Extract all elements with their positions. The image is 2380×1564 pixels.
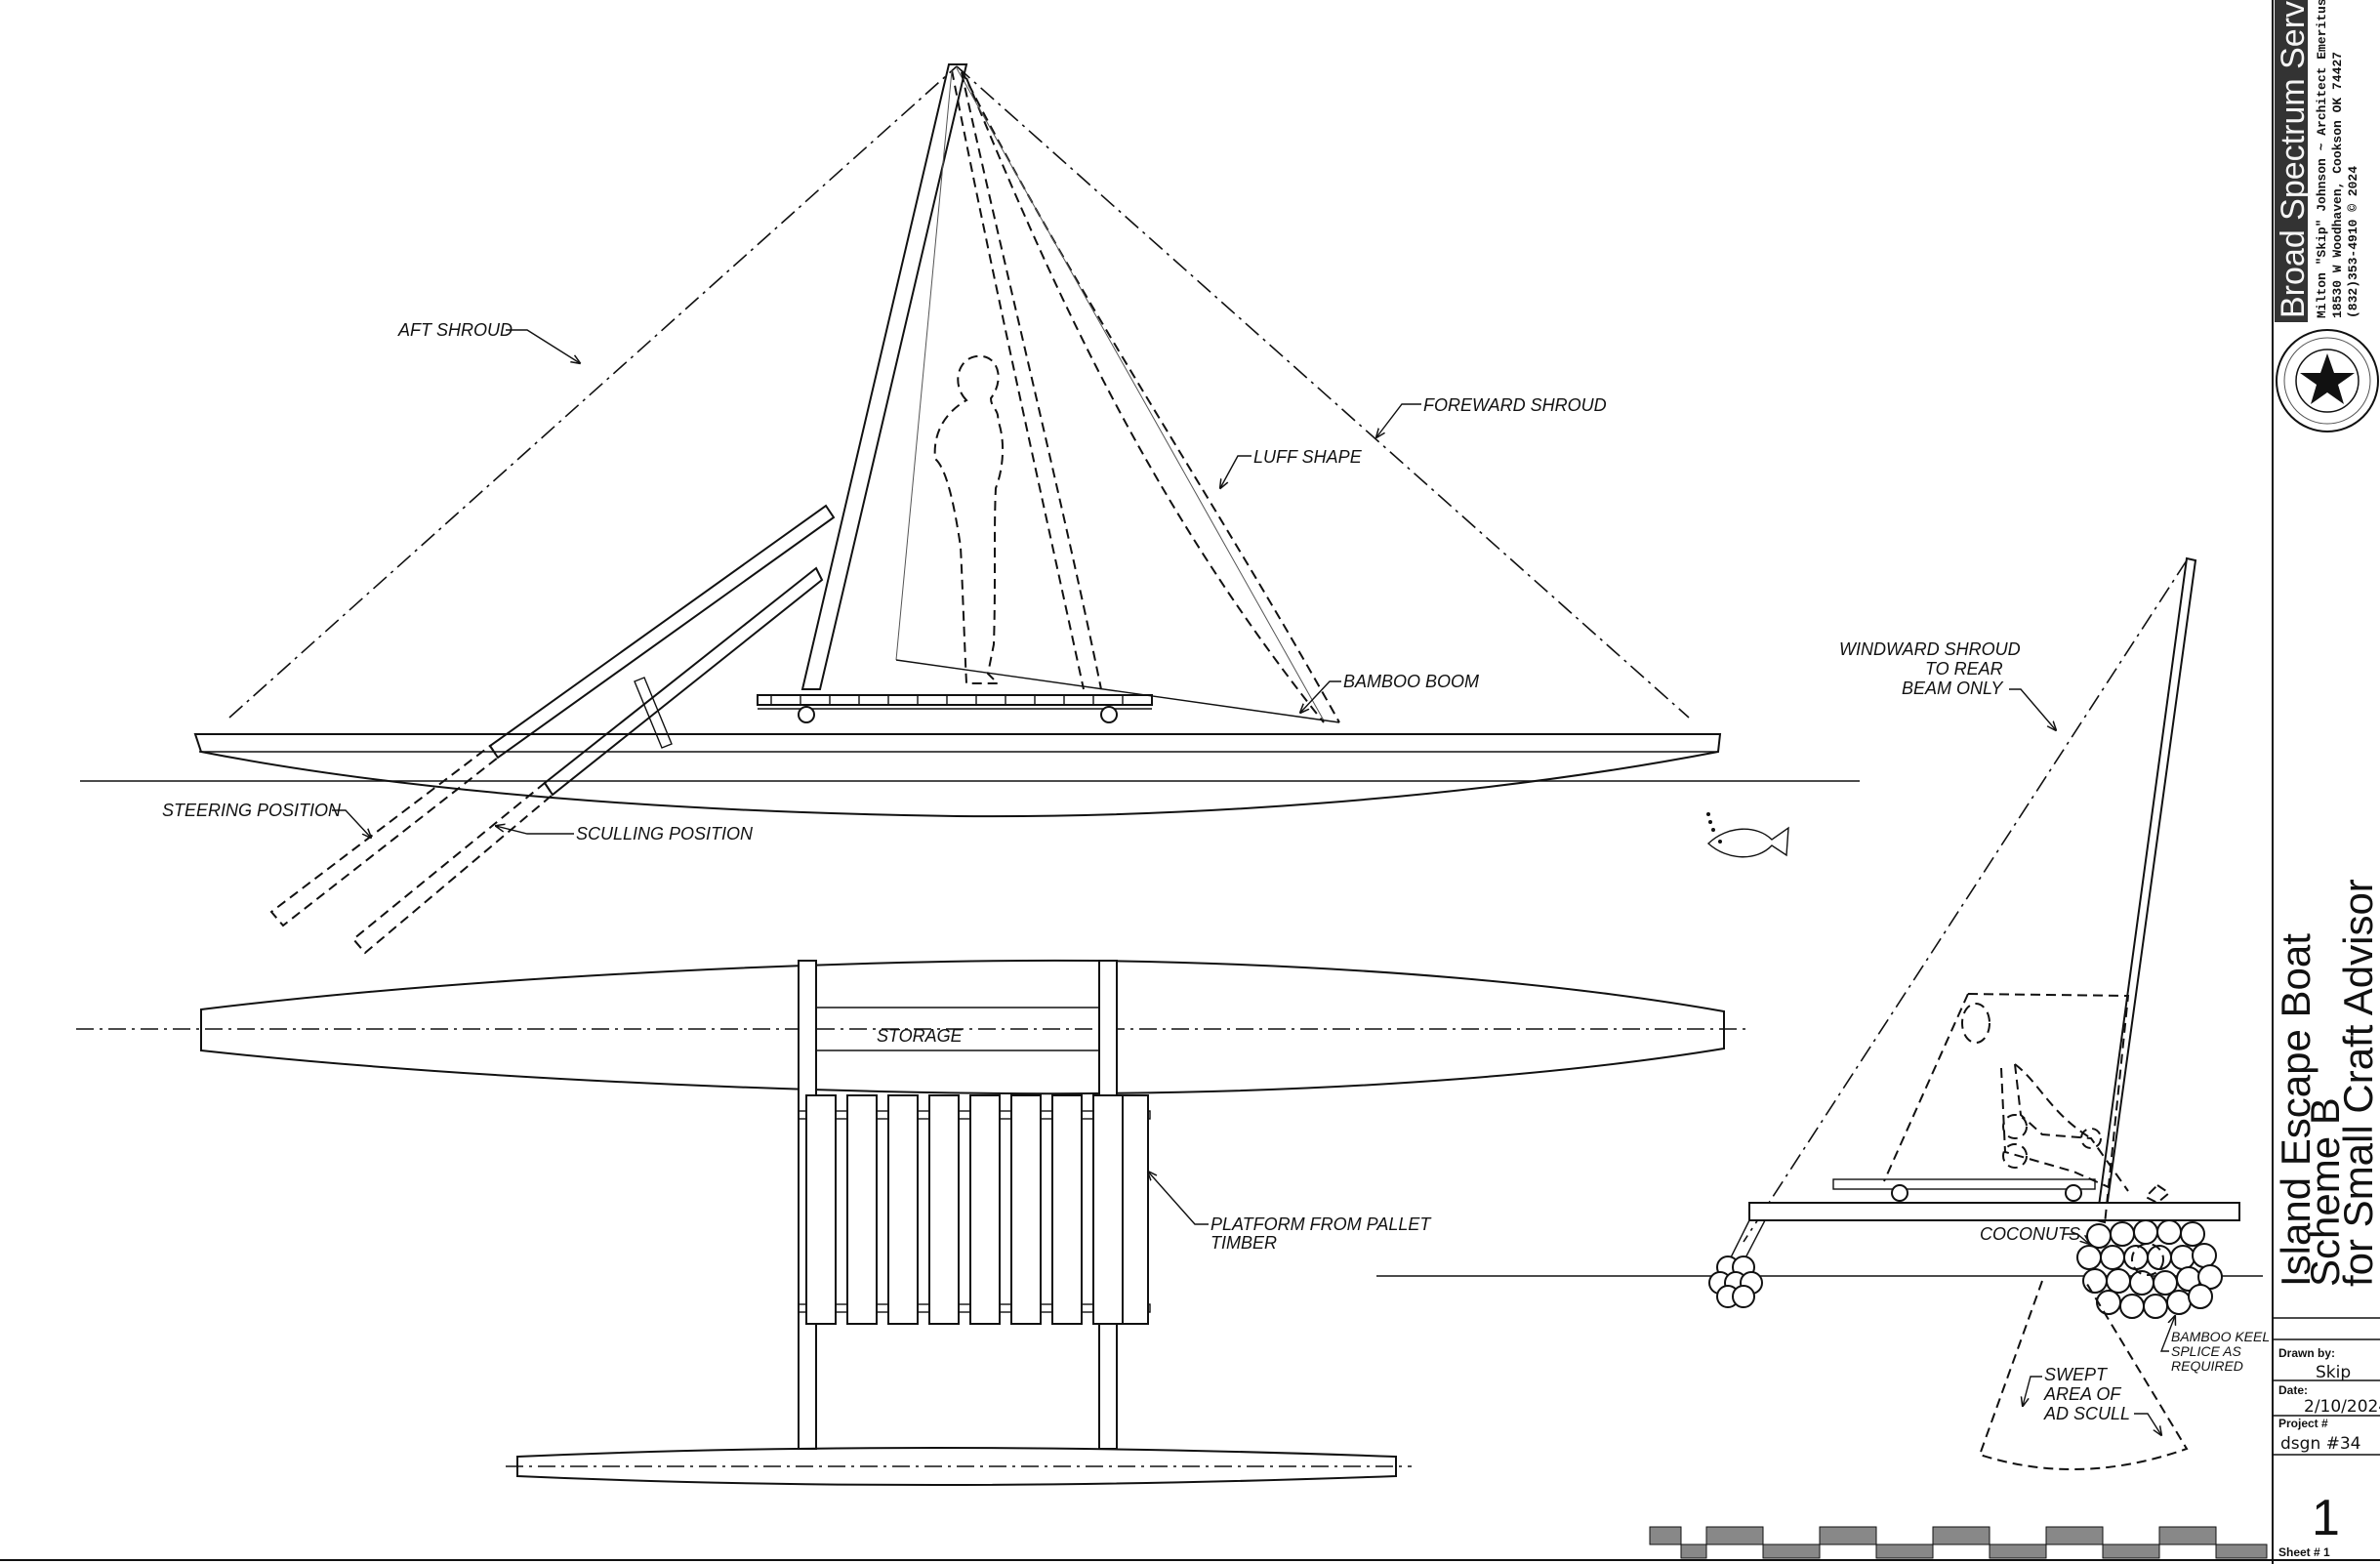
label-keel-3: REQUIRED — [2171, 1358, 2243, 1374]
project-title-3: for Small Craft Advisor — [2335, 879, 2380, 1287]
label-platform-1: PLATFORM FROM PALLET — [1211, 1214, 1432, 1234]
label-windward-1: WINDWARD SHROUD — [1839, 639, 2021, 659]
address-line-1: Milton "Skip" Johnson ~ Architect Emerit… — [2315, 0, 2329, 318]
main-coconut-cluster — [2076, 1219, 2223, 1319]
sheet-number: 1 — [2312, 1490, 2340, 1546]
label-swept-2: AREA OF — [2043, 1384, 2121, 1404]
deck-platform-side — [757, 694, 1153, 723]
label-storage: STORAGE — [877, 1026, 964, 1046]
label-sculling-position: SCULLING POSITION — [576, 824, 754, 844]
address-line-3: (832)353-4910 © 2024 — [2346, 166, 2360, 318]
sheet-label: Sheet # 1 — [2278, 1545, 2330, 1559]
drawn-by-label: Drawn by: — [2278, 1346, 2335, 1360]
luff-shape — [961, 69, 1340, 723]
swept-area-scull — [1978, 1280, 2189, 1471]
outrigger-float-plan — [516, 1447, 1397, 1486]
label-steering-position: STEERING POSITION — [162, 801, 342, 820]
float-coconut-cluster — [1708, 1255, 1763, 1308]
aft-shroud-line — [228, 65, 958, 719]
fish-icon — [1706, 812, 1789, 858]
label-aft-shroud: AFT SHROUD — [397, 320, 513, 340]
label-swept-1: SWEPT — [2044, 1365, 2109, 1384]
label-keel-1: BAMBOO KEEL — [2171, 1329, 2270, 1344]
label-luff-shape: LUFF SHAPE — [1253, 447, 1363, 467]
label-swept-3: AD SCULL — [2043, 1404, 2130, 1423]
date-value: 2/10/2024 — [2304, 1397, 2380, 1417]
star-seal-icon — [2276, 329, 2379, 432]
date-label: Date: — [2278, 1383, 2308, 1397]
company-name: Broad Spectrum Services — [2275, 0, 2312, 318]
mast — [800, 63, 968, 690]
seated-person — [1961, 1003, 2171, 1205]
sculling-oar — [351, 566, 824, 955]
project-title-1: Island Escape Boat — [2273, 933, 2318, 1287]
end-view-mast — [2095, 556, 2197, 1224]
hull-side-view — [193, 733, 1722, 818]
person-figure — [933, 354, 1005, 684]
plan-view: STORAGE PLATFORM FROM PALLET TIMBER — [76, 959, 1747, 1486]
windward-shroud-line — [1743, 559, 2188, 1243]
graphic-scale — [1649, 1526, 2268, 1559]
foreward-shroud-line — [956, 65, 1690, 719]
label-bamboo-boom: BAMBOO BOOM — [1343, 672, 1479, 691]
label-keel-2: SPLICE AS — [2171, 1343, 2242, 1359]
steering-oar — [269, 504, 836, 927]
label-foreward-shroud: FOREWARD SHROUD — [1423, 395, 1607, 415]
label-windward-3: BEAM ONLY — [1902, 679, 2004, 698]
address-line-2: 18530 W Woodhaven, Cookson OK 74427 — [2330, 52, 2345, 318]
project-label: Project # — [2278, 1417, 2328, 1430]
project-number: dsgn #34 — [2280, 1434, 2361, 1454]
label-coconuts: COCONUTS — [1980, 1224, 2080, 1244]
main-hull-plan — [200, 959, 1725, 1095]
bamboo-boom — [895, 659, 1340, 723]
side-elevation: AFT SHROUD FOREWARD SHROUD LUFF SHAPE BA… — [80, 63, 1860, 955]
label-platform-2: TIMBER — [1211, 1233, 1277, 1253]
end-view: WINDWARD SHROUD TO REAR BEAM ONLY COCONU… — [1376, 556, 2270, 1471]
pallet-platform — [805, 1094, 1149, 1325]
drawn-by-value: Skip — [2316, 1363, 2351, 1382]
project-title-2: Scheme B — [2302, 1097, 2348, 1287]
label-windward-2: TO REAR — [1925, 659, 2003, 679]
